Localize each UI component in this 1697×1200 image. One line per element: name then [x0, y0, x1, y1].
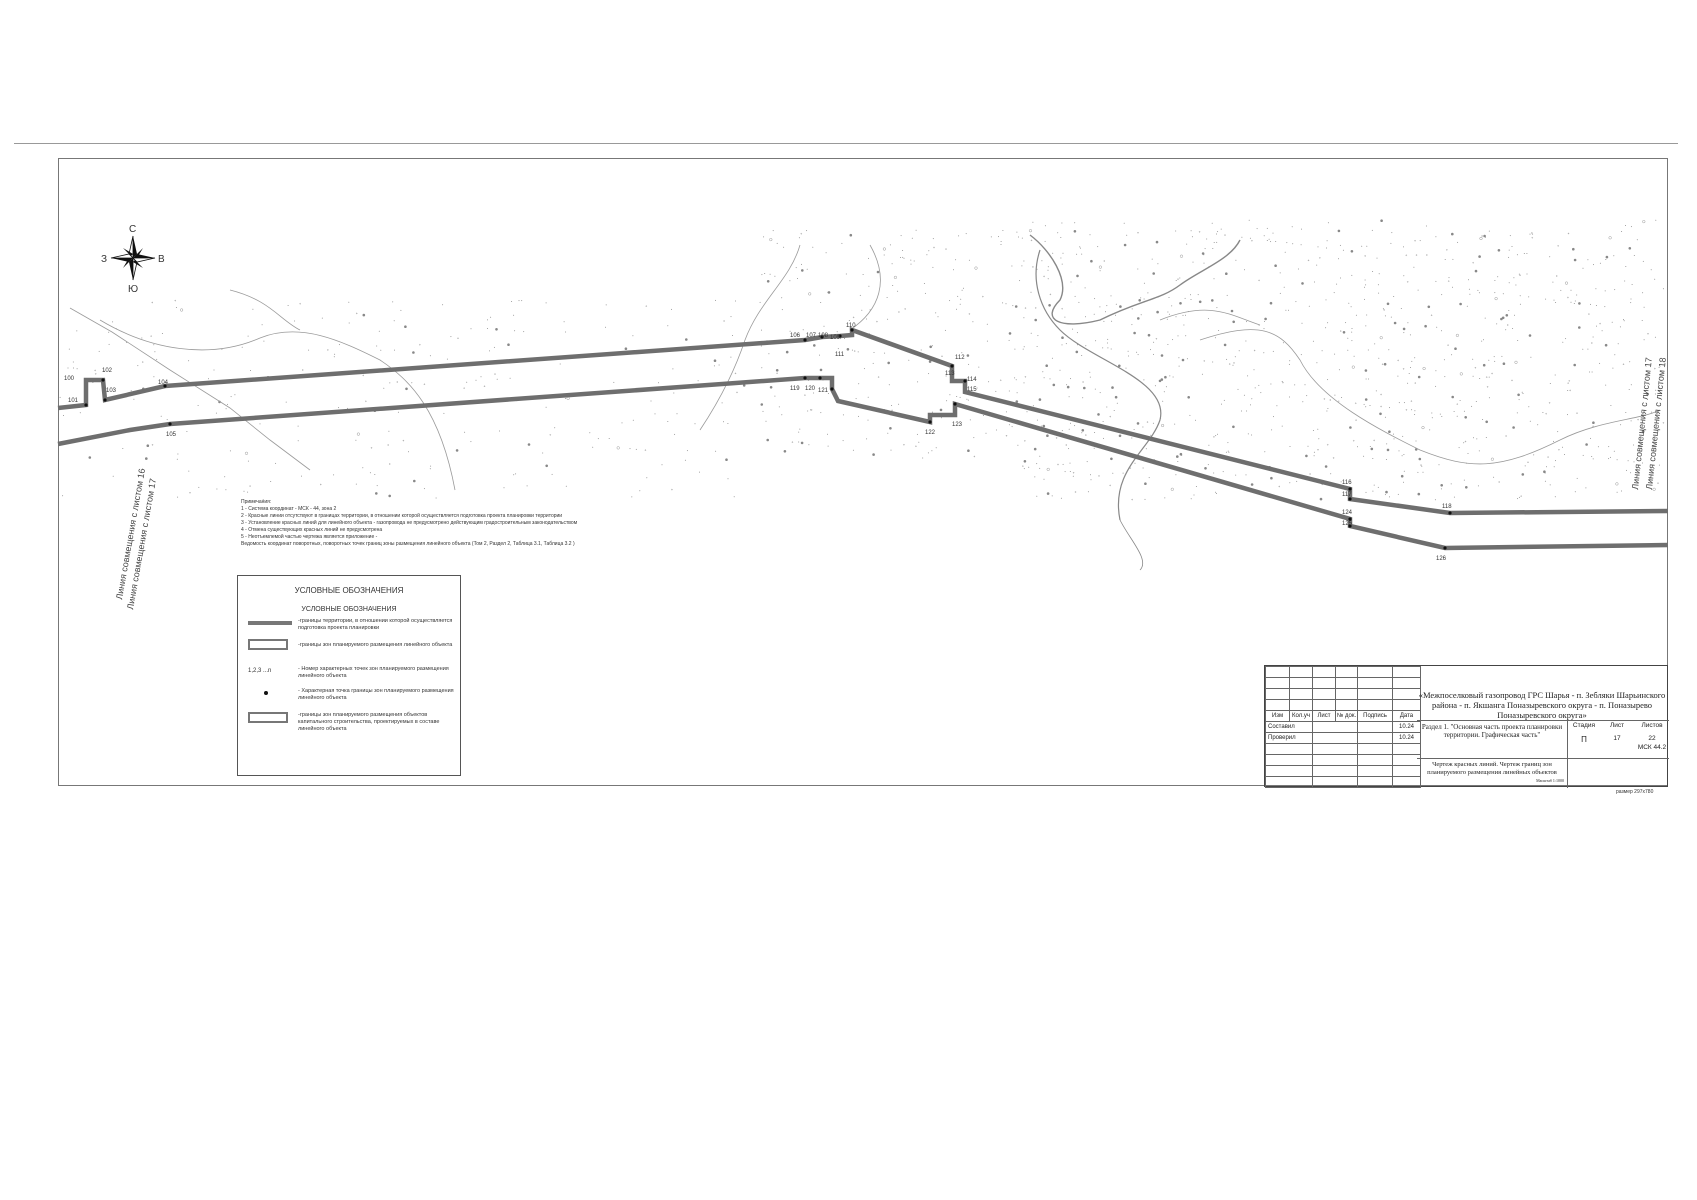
point-label: 102 [102, 368, 113, 374]
legend-item-capital: -границы зон планируемого размещения объ… [248, 712, 453, 734]
sheet-info: Стадия Лист Листов П 17 22 МСК 44.2 [1567, 720, 1669, 758]
point-label: 109 [830, 335, 841, 341]
point-label: 107 [806, 333, 817, 339]
project-title: «Межпоселковый газопровод ГРС Шарья - п.… [1418, 690, 1666, 720]
legend-item-point: - Характерная точка границы зон планируе… [248, 688, 454, 704]
legend-title: УСЛОВНЫЕ ОБОЗНАЧЕНИЯ [294, 586, 404, 595]
col-kol: Кол.уч [1289, 710, 1313, 722]
point-label: 121 [818, 388, 829, 394]
col-izm: Изм [1265, 710, 1290, 722]
format-label: размер 297х780 [1616, 789, 1654, 795]
stage-value: П [1581, 735, 1587, 744]
point-label: 115 [967, 387, 977, 393]
date-checked: 10.24 [1392, 732, 1421, 744]
legend-item-territory: -границы территории, в отношении которой… [248, 618, 453, 632]
point-label: 114 [967, 377, 977, 383]
section-title: Раздел 1. "Основная часть проекта планир… [1417, 720, 1567, 758]
sheets-value: 22 [1648, 735, 1656, 742]
point-label: 122 [925, 430, 936, 436]
boundary-points [84, 328, 1452, 550]
point-label: 125 [1342, 521, 1353, 527]
point-label: 105 [166, 432, 177, 438]
notes-block: Примечания: 1 - Система координат - МСК … [241, 499, 641, 548]
role-composed: Составил [1265, 721, 1313, 733]
role-checked: Проверил [1265, 732, 1313, 744]
compass-east: В [158, 254, 165, 265]
point-number-labels: 100 101 102 103 104 105 106 107 108 109 … [64, 323, 1452, 562]
point-label: 100 [64, 376, 75, 382]
compass-south: Ю [128, 284, 138, 295]
legend-item-numbers: 1,2,3 ...n - Номер характерных точек зон… [248, 666, 449, 679]
sheet-header: Лист [1609, 722, 1625, 729]
col-sign: Подпись [1357, 710, 1393, 722]
capital-box-swatch [248, 712, 288, 723]
point-label: 113 [945, 371, 955, 377]
sheet-value: 17 [1613, 735, 1621, 742]
point-dot-swatch [264, 691, 268, 695]
point-label: 120 [805, 386, 816, 392]
notes-title: Примечания: [241, 499, 272, 505]
title-block: Изм Кол.уч Лист № док. Подпись Дата Сост… [1264, 665, 1669, 788]
vegetation-dots [59, 219, 1665, 501]
point-label: 117 [1342, 492, 1352, 498]
gray-line-swatch [248, 621, 292, 625]
note-item: 5 - Неотъемлемой частью чертежа является… [241, 534, 378, 540]
drawing-frame [58, 158, 1668, 786]
col-doc: № док. [1335, 710, 1358, 722]
point-label: 108 [818, 333, 829, 339]
col-list: Лист [1312, 710, 1336, 722]
compass-north: С [129, 224, 136, 235]
compass-west: З [101, 254, 107, 265]
point-label: 112 [955, 355, 965, 361]
note-item: 3 - Установление красных линий для линей… [241, 520, 578, 526]
point-label: 119 [790, 386, 800, 392]
note-item: 4 - Отмена существующих красных линий не… [241, 527, 383, 533]
point-label: 126 [1436, 556, 1447, 562]
zone-box-swatch [248, 639, 288, 650]
organization-cell [1567, 758, 1669, 788]
revision-table: Изм Кол.уч Лист № док. Подпись Дата Сост… [1265, 666, 1421, 788]
numbers-swatch: 1,2,3 ...n [248, 668, 272, 674]
point-label: 118 [1442, 504, 1452, 510]
point-label: 111 [835, 352, 845, 358]
legend-panel: УСЛОВНЫЕ ОБОЗНАЧЕНИЯ УСЛОВНЫЕ ОБОЗНАЧЕНИ… [237, 575, 461, 776]
stage-header: Стадия [1572, 722, 1596, 729]
legend-item-zone: -границы зон планируемого размещения лин… [248, 639, 453, 653]
drawing-title: Чертеж красных линий. Чертеж границ зон … [1417, 758, 1567, 788]
point-label: 123 [952, 422, 963, 428]
scale-label: Масштаб 1:1000 [1536, 778, 1564, 783]
north-arrow: С Ю З В [101, 224, 165, 295]
note-item: 1 - Система координат - МСК - 44, зона 2 [241, 506, 337, 512]
sheets-header: Листов [1641, 722, 1663, 729]
point-label: 116 [1342, 480, 1352, 486]
sheet-top-line [14, 143, 1678, 144]
legend-subtitle: УСЛОВНЫЕ ОБОЗНАЧЕНИЯ [301, 606, 397, 613]
point-label: 103 [106, 388, 117, 394]
point-label: 101 [68, 398, 79, 404]
crs-value: МСК 44.2 [1637, 744, 1667, 751]
point-label: 124 [1342, 510, 1353, 516]
point-label: 106 [790, 333, 801, 339]
note-item: 2 - Красные линии отсутствуют в границах… [241, 513, 563, 519]
note-item: Ведомость координат поворотных, поворотн… [241, 541, 575, 547]
point-label: 110 [846, 323, 856, 329]
terrain-lines [69, 234, 1661, 571]
point-label: 104 [158, 380, 169, 386]
